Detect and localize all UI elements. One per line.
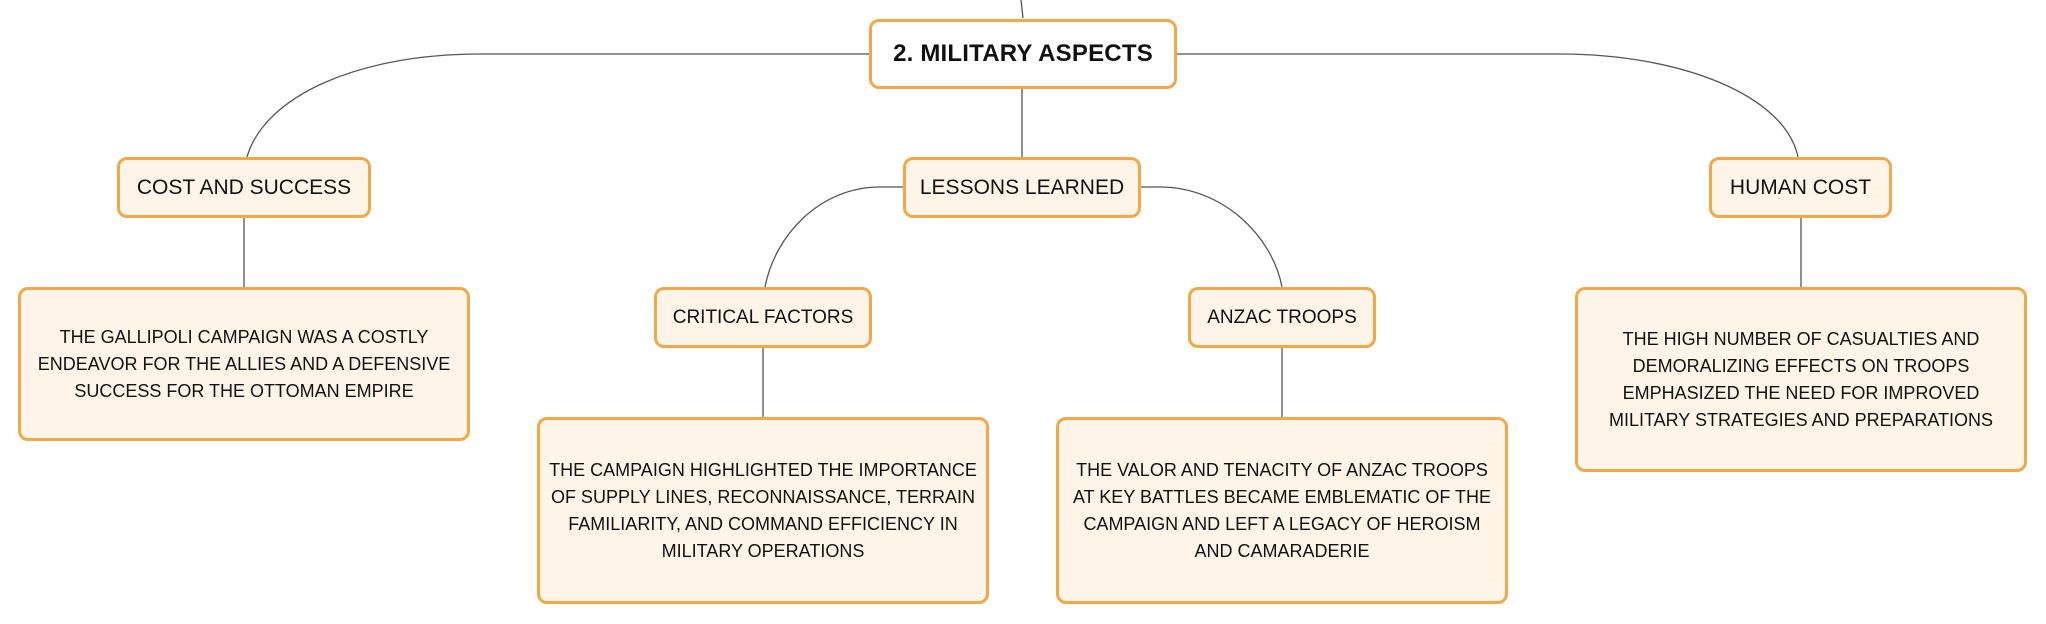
node-cost-and-success-detail[interactable]: THE GALLIPOLI CAMPAIGN WAS A COSTLY ENDE…	[18, 287, 470, 441]
node-human-cost-detail[interactable]: THE HIGH NUMBER OF CASUALTIES AND DEMORA…	[1575, 287, 2027, 472]
node-lessons-learned[interactable]: LESSONS LEARNED	[903, 157, 1141, 218]
node-critical-factors-detail-text: THE CAMPAIGN HIGHLIGHTED THE IMPORTANCE …	[549, 459, 977, 561]
connector-lessons-anzac	[1141, 186, 1283, 288]
node-human-cost[interactable]: HUMAN COST	[1709, 157, 1892, 218]
connector-root-parent	[1020, 0, 1024, 19]
node-cost-and-success-label: COST AND SUCCESS	[136, 175, 352, 199]
connector-root-cost	[246, 53, 870, 158]
node-critical-factors-label: CRITICAL FACTORS	[672, 306, 854, 328]
node-anzac-troops-label: ANZAC TROOPS	[1207, 306, 1357, 328]
node-human-cost-detail-text: THE HIGH NUMBER OF CASUALTIES AND DEMORA…	[1608, 328, 1994, 430]
node-human-cost-label: HUMAN COST	[1729, 175, 1872, 199]
node-critical-factors-detail[interactable]: THE CAMPAIGN HIGHLIGHTED THE IMPORTANCE …	[537, 417, 989, 604]
node-lessons-learned-label: LESSONS LEARNED	[919, 175, 1125, 199]
node-critical-factors[interactable]: CRITICAL FACTORS	[654, 287, 872, 348]
node-cost-and-success-detail-text: THE GALLIPOLI CAMPAIGN WAS A COSTLY ENDE…	[37, 326, 451, 401]
root-node-label: 2. MILITARY ASPECTS	[893, 40, 1153, 67]
node-cost-and-success[interactable]: COST AND SUCCESS	[117, 157, 371, 218]
root-node[interactable]: 2. MILITARY ASPECTS	[869, 19, 1177, 89]
node-anzac-troops[interactable]: ANZAC TROOPS	[1188, 287, 1376, 348]
connector-lessons-critical	[764, 186, 903, 288]
node-anzac-troops-detail[interactable]: THE VALOR AND TENACITY OF ANZAC TROOPS A…	[1056, 417, 1508, 604]
connector-root-human	[1176, 53, 1799, 158]
node-anzac-troops-detail-text: THE VALOR AND TENACITY OF ANZAC TROOPS A…	[1072, 459, 1492, 561]
